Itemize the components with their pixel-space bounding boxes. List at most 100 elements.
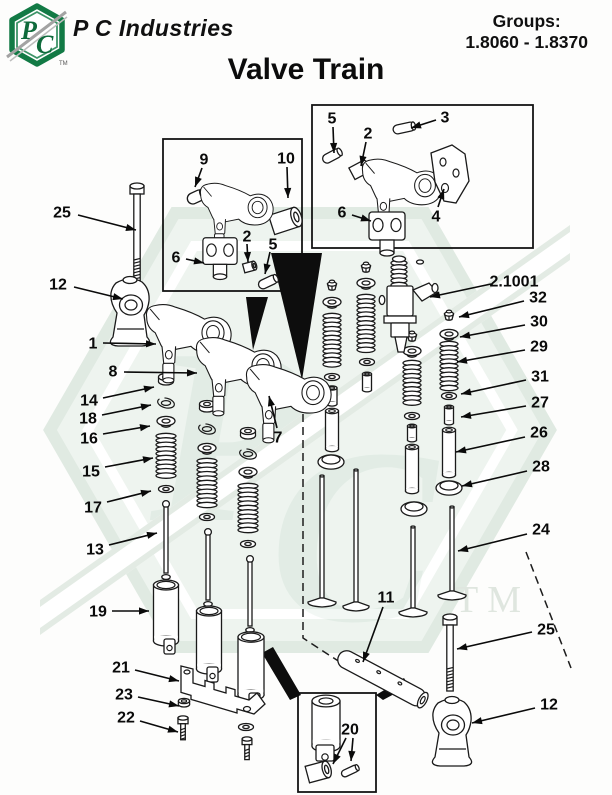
- callout-label: 12: [49, 277, 67, 294]
- spring: [356, 293, 376, 354]
- callout-4: 4: [432, 188, 445, 226]
- callout-25: 25: [456, 622, 555, 651]
- washer: [239, 539, 257, 549]
- roller-lifter-20: [315, 744, 335, 762]
- logo-letter-p: P: [20, 16, 38, 45]
- inset-box-rocker-right: [311, 104, 534, 249]
- callout-label: 11: [378, 590, 395, 607]
- tube: [324, 407, 340, 453]
- callout-25: 25: [53, 205, 137, 231]
- callout-20: 20: [332, 722, 359, 765]
- tube: [361, 371, 373, 393]
- pin: [257, 273, 280, 290]
- callout-23: 23: [115, 687, 180, 708]
- valve-keeper: [326, 279, 338, 291]
- callout-label: 28: [532, 459, 550, 476]
- callout-label: 6: [338, 205, 347, 222]
- tube: [441, 426, 457, 479]
- callout-21: 21: [112, 660, 180, 683]
- bolt: [177, 715, 189, 741]
- callout-label: 15: [82, 464, 100, 481]
- callout-label: 29: [530, 339, 548, 356]
- callout-label: 14: [80, 393, 98, 410]
- spring: [237, 482, 259, 534]
- callout-16: 16: [80, 424, 151, 448]
- callout-32: 32: [458, 290, 547, 319]
- bushing: [304, 760, 332, 784]
- callout-2: 2: [359, 126, 373, 167]
- static-parts: [109, 144, 473, 767]
- watermark-logo: P C TM: [40, 207, 570, 675]
- callout-6: 6: [338, 205, 372, 222]
- callout-label: 21: [112, 660, 130, 677]
- callout-label: 1: [89, 336, 98, 353]
- callout-label: 16: [80, 431, 98, 448]
- lifter: [152, 579, 180, 655]
- valve: [437, 505, 467, 601]
- callout-12: 12: [49, 277, 124, 301]
- nut: [198, 399, 216, 413]
- callout-label: 23: [115, 687, 133, 704]
- rocker-shaft-11: [337, 650, 429, 709]
- spring: [402, 359, 422, 406]
- callout-label: 30: [530, 314, 548, 331]
- callout-label: 27: [531, 395, 549, 412]
- callout-label: 13: [86, 542, 104, 559]
- bushing: [267, 206, 303, 236]
- callout-28: 28: [461, 459, 550, 488]
- page-title: Valve Train: [227, 53, 385, 86]
- callout-26: 26: [455, 425, 548, 454]
- callout-label: 6: [172, 250, 181, 267]
- callout-label: 18: [79, 411, 97, 428]
- spring-seat: [402, 345, 422, 358]
- rocker-stand-12-top: [109, 275, 151, 347]
- callout-label: 2: [364, 126, 373, 143]
- retainer-plate-4: [430, 144, 470, 204]
- callout-label: 5: [269, 237, 278, 254]
- spring-seat: [322, 296, 342, 309]
- divider-dashed-right: [525, 551, 572, 669]
- bolt: [241, 736, 253, 761]
- callout-label: 10: [277, 151, 295, 168]
- washer: [403, 411, 421, 421]
- washer: [157, 484, 175, 494]
- callout-31: 31: [460, 369, 549, 396]
- seal-ring: [435, 480, 463, 496]
- callout-17: 17: [84, 489, 152, 517]
- spring-seat: [439, 328, 459, 341]
- callout-27: 27: [460, 395, 549, 419]
- spring-seat: [238, 466, 258, 479]
- push-rod: [161, 499, 171, 581]
- tube: [311, 694, 341, 753]
- callout-label: 12: [540, 697, 558, 714]
- washer: [358, 357, 376, 367]
- pin: [321, 147, 343, 164]
- injector-2-1001: [378, 255, 439, 353]
- callout-29: 29: [456, 339, 548, 364]
- callout-label: 5: [328, 111, 337, 128]
- callout-5: 5: [328, 111, 338, 154]
- spring-seat: [156, 415, 176, 428]
- seal-ring: [317, 454, 345, 470]
- callout-label: 24: [532, 522, 550, 539]
- callout-3: 3: [410, 110, 450, 129]
- spring: [196, 457, 218, 509]
- callout-2: 2: [243, 229, 252, 263]
- nut: [239, 426, 257, 440]
- washer: [198, 512, 216, 522]
- callout-11: 11: [362, 590, 395, 663]
- logo-letter-c: C: [36, 30, 54, 59]
- nut: [177, 697, 191, 708]
- callout-label: 25: [53, 205, 71, 222]
- callout-label: 3: [441, 110, 450, 127]
- callout-6: 6: [172, 250, 205, 267]
- callout-label: 2.1001: [490, 274, 539, 291]
- washer: [237, 722, 255, 732]
- callout-1: 1: [89, 336, 157, 353]
- callout-10: 10: [277, 151, 295, 199]
- exploded-parts: [129, 121, 467, 784]
- callout-label: 25: [537, 622, 555, 639]
- lifter: [195, 605, 223, 683]
